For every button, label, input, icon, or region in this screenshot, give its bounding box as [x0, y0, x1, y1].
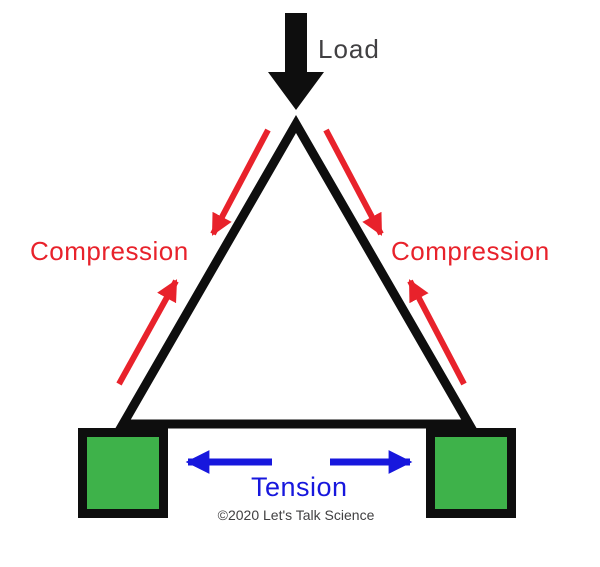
- support-block-left: [78, 428, 168, 518]
- load-label: Load: [318, 34, 380, 64]
- compression-arrow-right-upper-icon: [323, 128, 384, 236]
- triangle-frame: [115, 114, 477, 429]
- compression-arrow-left-lower-icon: [116, 279, 179, 386]
- compression-arrow-right-lower-icon: [407, 279, 467, 386]
- tension-label: Tension: [251, 472, 348, 502]
- compression-arrow-left-upper-icon: [210, 128, 271, 236]
- compression-label-left: Compression: [30, 236, 189, 266]
- compression-label-right: Compression: [391, 236, 550, 266]
- support-block-right: [426, 428, 516, 518]
- copyright-credit: ©2020 Let's Talk Science: [217, 507, 375, 523]
- load-arrow-down-icon: [268, 13, 324, 110]
